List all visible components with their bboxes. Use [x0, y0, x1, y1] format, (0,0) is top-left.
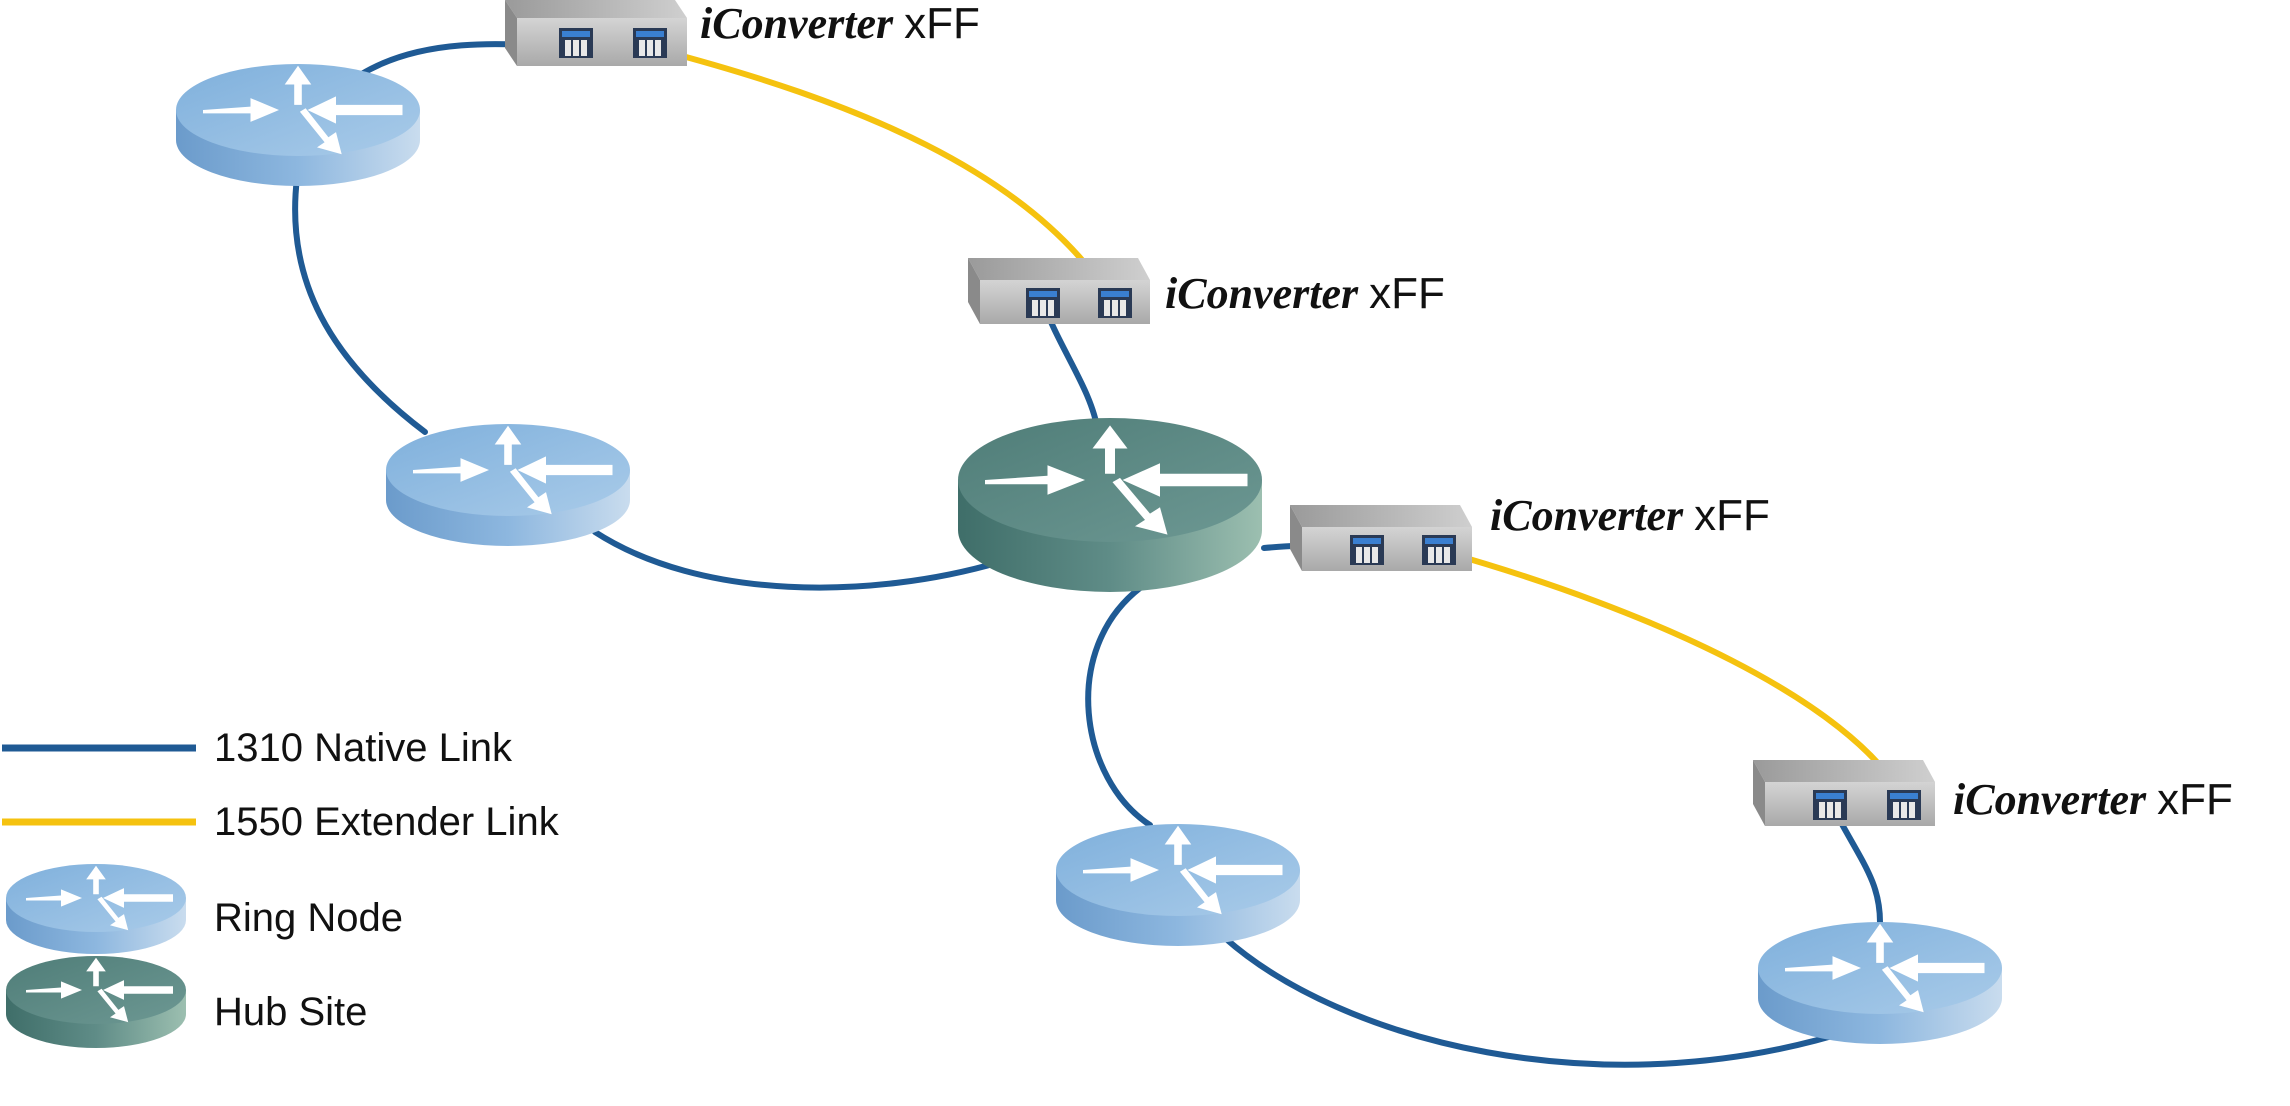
hub-site — [958, 418, 1262, 592]
converter-label: iConverter xFF — [700, 2, 980, 46]
converter-brand: iConverter — [1953, 775, 2147, 824]
extender-link — [1442, 549, 1908, 803]
legend-extender-link-label: 1550 Extender Link — [214, 800, 559, 844]
legend-ring-node-icon — [6, 864, 186, 954]
converter-model: xFF — [2157, 775, 2233, 824]
converter-device — [1753, 760, 1935, 826]
converter-label: iConverter xFF — [1953, 778, 2233, 822]
legend-hub-site-label: Hub Site — [214, 990, 368, 1034]
converter-label: iConverter xFF — [1165, 272, 1445, 316]
ring-node — [1758, 922, 2002, 1044]
extender-link — [657, 47, 1115, 303]
converter-label: iConverter xFF — [1490, 494, 1770, 538]
converter-device — [505, 0, 687, 66]
native-link — [1222, 935, 1855, 1068]
converter-device — [1290, 505, 1472, 571]
native-link — [292, 175, 428, 435]
converter-model: xFF — [904, 0, 980, 48]
ring-node — [1056, 824, 1300, 946]
legend-hub-site-icon — [6, 956, 186, 1048]
converter-model: xFF — [1369, 269, 1445, 318]
native-link — [1085, 585, 1153, 828]
native-link — [592, 529, 1003, 591]
legend-native-link-label: 1310 Native Link — [214, 726, 512, 770]
legend — [2, 744, 196, 1048]
ring-node — [176, 64, 420, 186]
converter-model: xFF — [1694, 491, 1770, 540]
converter-brand: iConverter — [1490, 491, 1684, 540]
legend-ring-node-label: Ring Node — [214, 896, 404, 940]
converter-device — [968, 258, 1150, 324]
converter-brand: iConverter — [1165, 269, 1359, 318]
ring-node — [386, 424, 630, 546]
converter-brand: iConverter — [700, 0, 894, 48]
